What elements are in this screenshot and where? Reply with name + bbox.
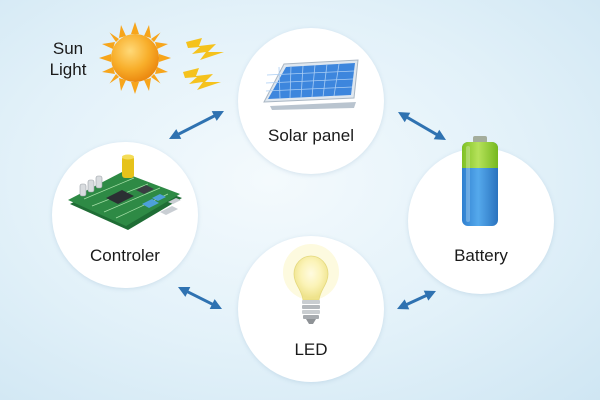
led-node: LED — [238, 236, 384, 382]
arrow-solar-battery — [398, 112, 446, 140]
led-label: LED — [294, 340, 328, 359]
battery-icon — [462, 136, 498, 226]
controller-label: Controler — [90, 246, 160, 265]
battery-node: Battery — [408, 136, 554, 294]
circuit-board-icon — [68, 154, 182, 230]
lightning-icon — [186, 38, 224, 60]
sun-label-line2: Light — [49, 60, 87, 79]
arrow-led-controller — [178, 287, 222, 309]
light-bulb-icon — [283, 244, 339, 324]
arrow-controller-solar — [169, 111, 224, 139]
sun-icon — [99, 22, 171, 94]
arrow-battery-led — [397, 290, 436, 310]
sun-light-label: Sun Light — [36, 38, 100, 80]
controller-node: Controler — [52, 142, 198, 288]
battery-label: Battery — [454, 246, 508, 265]
solar-panel-label: Solar panel — [267, 126, 354, 145]
lightning-icon — [183, 68, 221, 90]
sun-label-line1: Sun — [52, 39, 84, 58]
solar-panel-node: Solar panel — [238, 28, 384, 174]
solar-panel-icon — [263, 59, 359, 110]
